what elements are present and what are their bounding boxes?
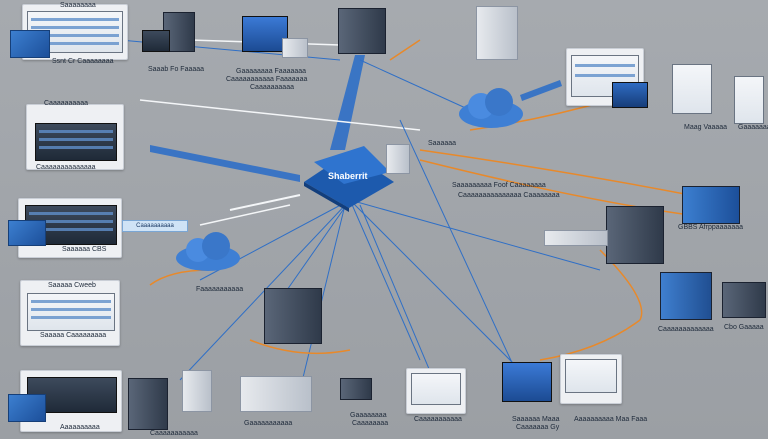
bottom-mid-caption: Gaaaaaaaaaaa <box>244 420 293 427</box>
left-blue-box <box>8 220 46 246</box>
right-device-icon <box>734 76 764 124</box>
link-beam-right <box>520 80 562 101</box>
center-server-icon <box>264 288 322 344</box>
bottom-right2-caption: Aaaaaaaaaa Maa Faaa <box>574 416 648 423</box>
laptop-icon <box>142 30 170 52</box>
hub-label: Shaberrit <box>328 171 368 181</box>
cloud-icon <box>459 88 523 128</box>
printer-icon <box>282 38 308 58</box>
bottom-server-icon <box>182 370 212 412</box>
center-top-caption-3: Caaaaaaaaaa <box>250 84 294 91</box>
bottom-center-caption-2: Caaaaaaaa <box>352 420 389 427</box>
dashboard-screen <box>35 123 117 161</box>
right-low-caption-1: Caaaaaaaaaaaaa <box>658 326 714 333</box>
bottom-right-monitor-icon <box>502 362 552 402</box>
right-mid-caption: GBBS Afrppaaaaaaa <box>678 224 743 231</box>
link-beam-top <box>330 55 365 150</box>
bottom-right-caption-2: Caaaaaaa Gy <box>516 424 560 431</box>
right-server-icon <box>606 206 664 264</box>
center-right-caption-2: Caaaaaaaaaaaaaaa Caaaaaaaa <box>458 192 560 199</box>
left-panel-2-title: Caaaaaaaaaa <box>44 100 88 107</box>
panel-screen <box>411 373 461 405</box>
bottom-right-panel <box>560 354 622 404</box>
right-storage-icon <box>682 186 740 224</box>
laptop-caption: Saaab Fo Faaaaa <box>148 66 205 73</box>
hub-side-device <box>386 144 410 174</box>
panel-screen <box>565 359 617 393</box>
left-panel-4-caption: Saaaaa Caaaaaaaaa <box>40 332 107 339</box>
bottom-rack-icon <box>240 376 312 412</box>
top-left-caption: Ssnt Cr Caaaaaaaa <box>52 58 114 65</box>
link-beam-left <box>150 145 300 182</box>
rack-server-icon <box>338 8 386 54</box>
left-dashboard-4 <box>20 280 120 346</box>
left-panel-4-title: Saaaaa Cweeb <box>48 282 96 289</box>
bottom-router-icon <box>340 378 372 400</box>
monitor-icon <box>242 16 288 52</box>
storage-cluster-icon <box>476 6 518 60</box>
bottom-left-blue-box <box>8 394 46 422</box>
hub-side-label: Saaaaaa <box>428 140 457 147</box>
center-top-caption-2: Caaaaaaaaaaa Faaaaaaa <box>226 76 308 83</box>
left-panel-3-caption: Saaaaaa CBS <box>62 246 107 253</box>
right-low-server-icon <box>660 272 712 320</box>
link-white <box>199 204 291 226</box>
right-top-caption-2: Gaaaaaaaa <box>738 124 768 131</box>
cloud-mid-caption: Faaaaaaaaaaa <box>196 286 244 293</box>
top-left-panel-title: Saaaaaaaa <box>60 2 96 9</box>
right-device-icon <box>672 64 712 114</box>
right-top-caption-1: Maag Vaaaaa <box>684 124 728 131</box>
cloud-icon <box>176 232 240 271</box>
right-low-caption-2: Cbo Gaaaaa <box>724 324 764 331</box>
center-right-caption-1: Saaaaaaaaa Foof Caaaaaaaa <box>452 182 546 189</box>
bottom-server-icon <box>128 378 168 430</box>
right-top-panel <box>566 48 644 106</box>
bottom-center2-caption: Caaaaaaaaaaa <box>414 416 462 423</box>
left-panel-3-tag: Caaaaaaaaaa <box>122 220 188 232</box>
switch-icon <box>544 230 608 246</box>
left-panel-2-caption: Caaaaaaaaaaaaaa <box>36 164 96 171</box>
right-low-device-icon <box>722 282 766 318</box>
bottom-center-caption-1: Gaaaaaaaa <box>350 412 387 419</box>
top-left-blue-box <box>10 30 50 58</box>
bottom-left-sub: Caaaaaaaaaaa <box>150 430 198 437</box>
bottom-left-caption: Aaaaaaaaaa <box>60 424 100 431</box>
center-top-caption-1: Gaaaaaaaa Faaaaaaa <box>236 68 307 75</box>
hub-cube <box>304 146 394 212</box>
link-white <box>139 99 421 131</box>
bottom-center-panel <box>406 368 466 414</box>
bottom-right-caption-1: Saaaaaa Maaa <box>512 416 560 423</box>
left-dashboard-2 <box>26 104 124 170</box>
link-white <box>229 194 301 211</box>
dashboard-screen <box>27 293 115 331</box>
right-monitor-icon <box>612 82 648 108</box>
